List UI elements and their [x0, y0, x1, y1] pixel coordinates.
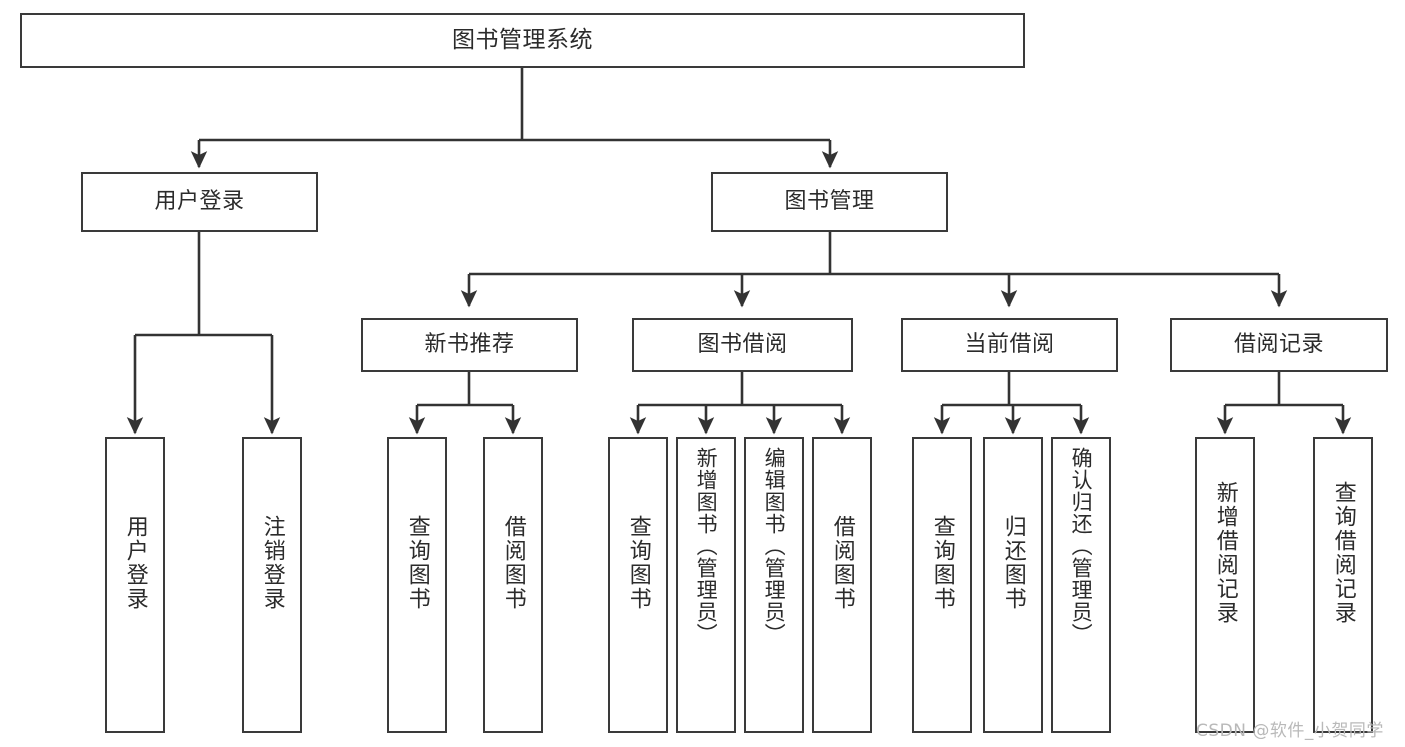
- node-login[interactable]: 用户登录: [81, 172, 318, 232]
- node-leaf-logout-label: 注销登录: [259, 515, 285, 611]
- node-book-borrow-label: 图书借阅: [697, 332, 788, 358]
- node-leaf-edit-book-label: 编辑图书（管理员）: [762, 447, 787, 645]
- watermark-text: CSDN @软件_小贺同学: [1196, 721, 1384, 741]
- node-current-borrow[interactable]: 当前借阅: [901, 318, 1118, 372]
- node-book-mgmt-label: 图书管理: [784, 189, 875, 215]
- node-leaf-query-book-a-label: 查询图书: [404, 515, 430, 611]
- node-leaf-confirm-return[interactable]: 确认归还（管理员）: [1051, 437, 1111, 733]
- node-leaf-user-login-label: 用户登录: [122, 515, 148, 611]
- node-root-label: 图书管理系统: [452, 26, 593, 53]
- node-leaf-query-book-c-label: 查询图书: [929, 515, 955, 611]
- node-borrow-record-label: 借阅记录: [1233, 332, 1324, 358]
- node-leaf-logout[interactable]: 注销登录: [242, 437, 302, 733]
- node-leaf-confirm-return-label: 确认归还（管理员）: [1069, 447, 1094, 645]
- node-current-borrow-label: 当前借阅: [964, 332, 1055, 358]
- node-leaf-query-book-b[interactable]: 查询图书: [608, 437, 668, 733]
- node-leaf-add-book-label: 新增图书（管理员）: [694, 447, 719, 645]
- node-leaf-user-login[interactable]: 用户登录: [105, 437, 165, 733]
- node-leaf-borrow-book-a-label: 借阅图书: [500, 515, 526, 611]
- node-leaf-query-book-a[interactable]: 查询图书: [387, 437, 447, 733]
- node-leaf-edit-book[interactable]: 编辑图书（管理员）: [744, 437, 804, 733]
- node-leaf-add-record-label: 新增借阅记录: [1212, 481, 1238, 625]
- node-leaf-borrow-book-a[interactable]: 借阅图书: [483, 437, 543, 733]
- node-leaf-return-book[interactable]: 归还图书: [983, 437, 1043, 733]
- node-leaf-query-record[interactable]: 查询借阅记录: [1313, 437, 1373, 733]
- node-book-mgmt[interactable]: 图书管理: [711, 172, 948, 232]
- node-borrow-record[interactable]: 借阅记录: [1170, 318, 1388, 372]
- node-leaf-borrow-book-b[interactable]: 借阅图书: [812, 437, 872, 733]
- node-root[interactable]: 图书管理系统: [20, 13, 1025, 68]
- node-leaf-add-book[interactable]: 新增图书（管理员）: [676, 437, 736, 733]
- node-new-book-rec-label: 新书推荐: [424, 332, 515, 358]
- node-book-borrow[interactable]: 图书借阅: [632, 318, 853, 372]
- node-leaf-query-book-b-label: 查询图书: [625, 515, 651, 611]
- node-leaf-borrow-book-b-label: 借阅图书: [829, 515, 855, 611]
- node-new-book-rec[interactable]: 新书推荐: [361, 318, 578, 372]
- node-leaf-query-book-c[interactable]: 查询图书: [912, 437, 972, 733]
- node-leaf-add-record[interactable]: 新增借阅记录: [1195, 437, 1255, 733]
- node-leaf-return-book-label: 归还图书: [1000, 515, 1026, 611]
- node-login-label: 用户登录: [154, 189, 245, 215]
- node-leaf-query-record-label: 查询借阅记录: [1330, 481, 1356, 625]
